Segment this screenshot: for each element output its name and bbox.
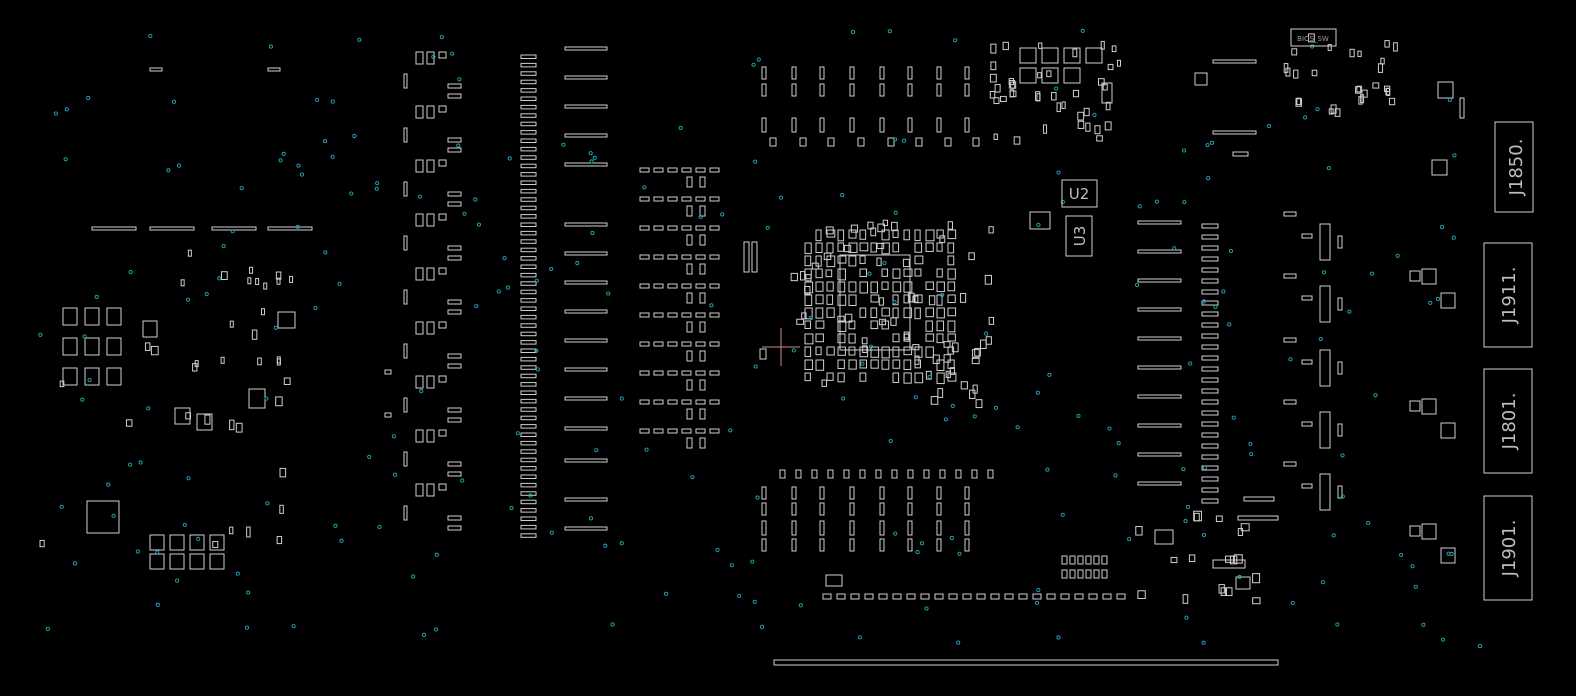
edge-connector-outline (773, 659, 1279, 666)
connector-j1801[interactable] (1483, 368, 1533, 474)
labelled-ics (1061, 28, 1337, 257)
label-j1901: J1901. (1499, 520, 1520, 578)
label-j1801: J1801. (1499, 393, 1520, 451)
label-j1911: J1911. (1499, 267, 1520, 325)
connector-j1901[interactable] (1483, 495, 1533, 601)
label-u3: U3 (1071, 226, 1089, 247)
label-u2: U2 (1069, 185, 1090, 203)
label-bios-sw: BIOS_SW (1297, 35, 1329, 43)
via-layer (38, 28, 1483, 649)
connectors (1483, 121, 1534, 601)
crosshair-cursor (762, 328, 800, 366)
ic-u2-outline[interactable] (1061, 179, 1098, 208)
designator-labels: U2 U3 J1850. J1911. J1801. J1901. BIOS_S… (1069, 35, 1527, 577)
connector-j1850[interactable] (1494, 121, 1534, 213)
edge-connector (773, 659, 1279, 666)
bios-switch-outline[interactable] (1290, 28, 1337, 47)
ic-u3-outline[interactable] (1065, 215, 1093, 257)
connector-j1911[interactable] (1483, 242, 1533, 348)
label-j1850: J1850. (1506, 139, 1527, 197)
component-outlines (39, 33, 1465, 605)
